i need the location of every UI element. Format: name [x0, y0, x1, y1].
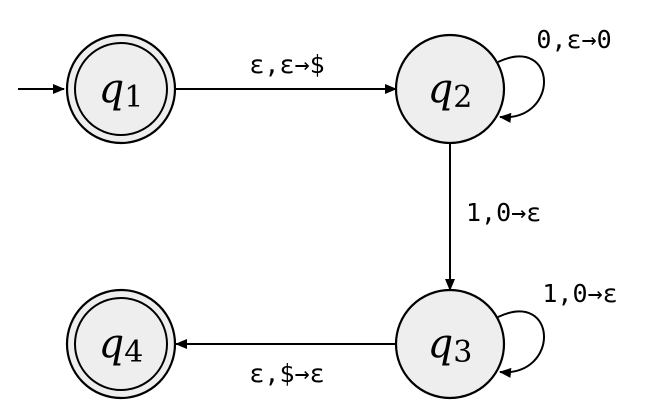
label-q1-q2: ε,ε→$	[249, 50, 324, 79]
state-q3-label: q3	[428, 321, 473, 370]
label-q3-loop: 1,0→ε	[542, 279, 617, 308]
state-q2: q2	[394, 33, 506, 145]
label-q2-q3: 1,0→ε	[466, 198, 541, 227]
state-q1-label: q1	[99, 66, 144, 115]
label-q2-loop: 0,ε→0	[536, 25, 611, 54]
accept-ring-q1	[74, 42, 168, 136]
edge-q2-self-loop	[497, 55, 545, 123]
label-q3-q4: ε,$→ε	[249, 359, 324, 388]
state-q2-label: q2	[428, 66, 473, 115]
state-q3: q3	[394, 288, 506, 400]
accept-ring-q4	[74, 297, 168, 391]
state-q1: q1	[65, 33, 177, 145]
state-q4: q4	[65, 288, 177, 400]
edge-q3-self-loop	[497, 310, 545, 378]
state-q4-label: q4	[99, 321, 144, 370]
